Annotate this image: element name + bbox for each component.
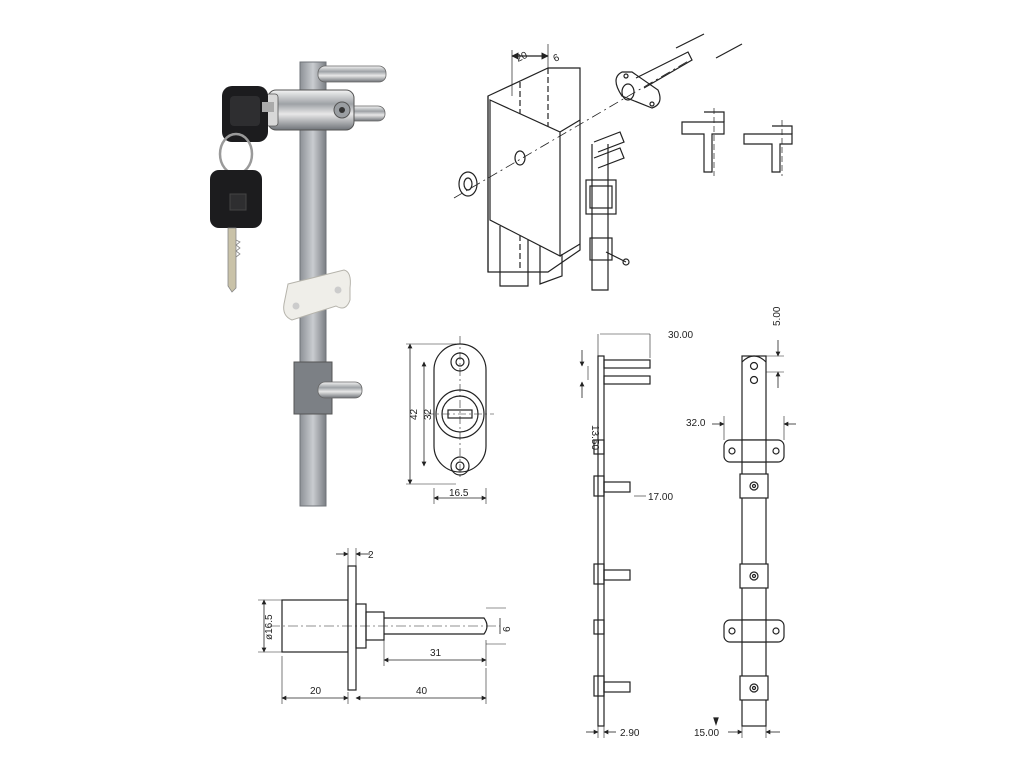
- lock-body-drawing: [615, 51, 693, 109]
- dim-side-total-len: 40: [416, 686, 428, 697]
- dim-plate-outer: 42: [409, 408, 420, 420]
- detail-view-2: [743, 120, 793, 176]
- dim-rod-pin-spacing: 13.50: [589, 425, 600, 450]
- lock-icon: [265, 89, 355, 131]
- dim-rod-pin-mid: 17.00: [648, 492, 673, 503]
- dim-top-small: 6: [552, 52, 562, 65]
- front-guide-1: [723, 439, 785, 463]
- front-guide-2: [723, 619, 785, 643]
- nylon-guide-photo: [283, 269, 351, 321]
- key-icon-hanging: [210, 170, 262, 293]
- dim-rod-thickness: 2.90: [620, 728, 640, 739]
- dim-front-width-guide: 32.0: [686, 418, 706, 429]
- dim-front-width: 15.00: [694, 728, 719, 739]
- rod-front-view: [712, 340, 796, 738]
- dim-plate-inner: 32: [423, 408, 434, 420]
- dim-side-bolt-dia: 6: [502, 626, 513, 632]
- side-pin-photo: [317, 381, 363, 399]
- washer-drawing: [458, 171, 478, 197]
- dim-side-diameter: ø16.5: [264, 614, 275, 640]
- dim-side-body-len: 20: [310, 686, 322, 697]
- exploded-assembly: [453, 33, 793, 291]
- dim-plate-width: 16.5: [449, 488, 469, 499]
- dim-side-bolt-len: 31: [430, 648, 442, 659]
- front-plate-view: [406, 336, 494, 504]
- detail-view-1: [681, 108, 725, 176]
- upper-pin-photo: [317, 65, 387, 83]
- side-view: [258, 548, 506, 704]
- dim-front-top: 5.00: [772, 306, 783, 326]
- key-icon: [222, 86, 274, 142]
- rod-drawing: [585, 131, 630, 291]
- dim-rod-pin-len: 30.00: [668, 330, 693, 341]
- dim-side-flange: 2: [368, 550, 374, 561]
- rod-side-view: [579, 333, 651, 738]
- dim-top-width: 20: [515, 50, 530, 65]
- product-photo: [210, 61, 387, 507]
